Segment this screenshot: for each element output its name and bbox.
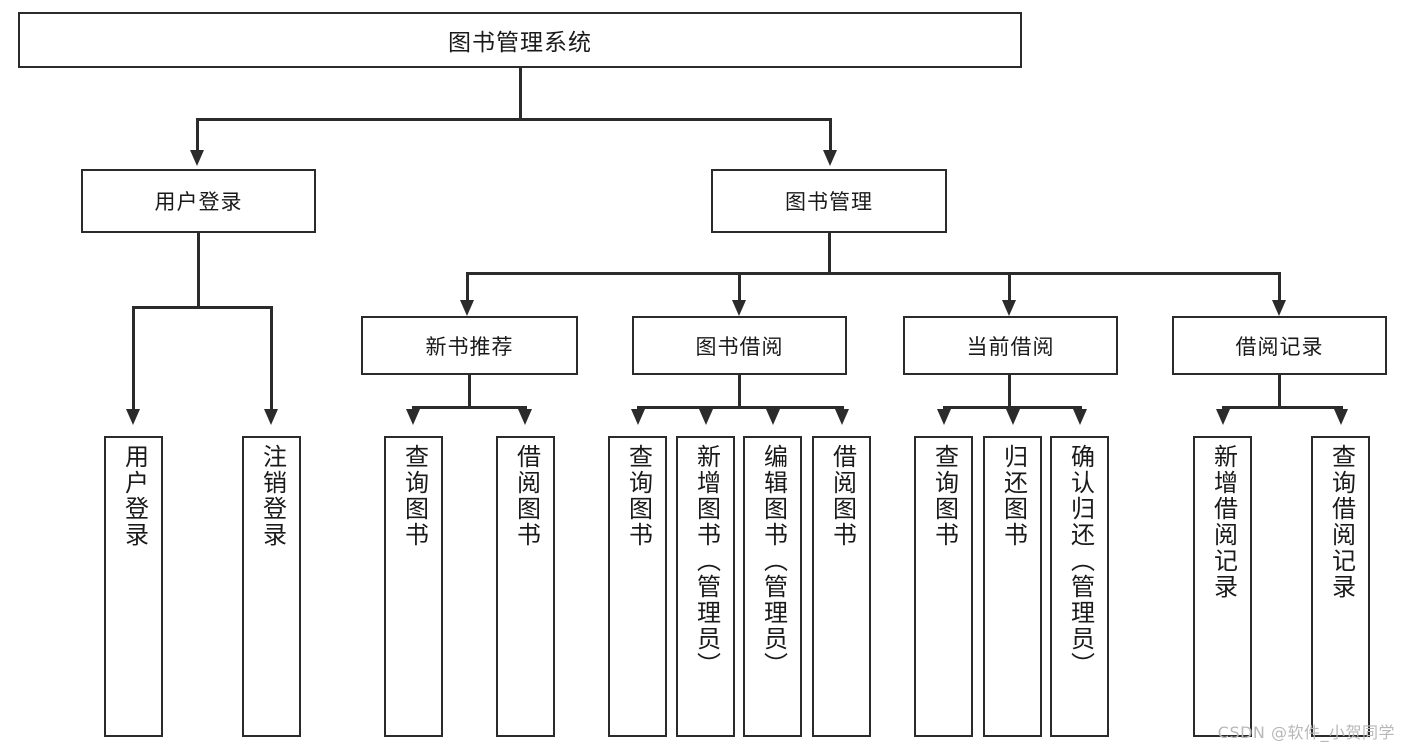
arrow-leaf-logout <box>264 409 278 425</box>
connector-stem-book-manage <box>829 118 832 151</box>
connector-stem-nb-borrow <box>524 406 527 410</box>
leaf-nb-borrow-book[interactable]: 借阅图书 <box>496 436 555 737</box>
leaf-label: 查询借阅记录 <box>1327 444 1356 600</box>
arrow-book-borrow <box>732 300 746 316</box>
connector-stem-br-add <box>1222 406 1225 410</box>
leaf-bb-add-book[interactable]: 新增图书（管理员） <box>676 436 735 737</box>
node-label: 新书推荐 <box>425 334 514 359</box>
connector-stem-leaf-logout <box>270 306 273 410</box>
leaf-logout[interactable]: 注销登录 <box>242 436 301 737</box>
leaf-cb-query-book[interactable]: 查询图书 <box>914 436 973 737</box>
leaf-label: 用户登录 <box>120 444 149 548</box>
connector-stem-user-login <box>196 118 199 151</box>
leaf-label: 查询图书 <box>930 444 959 548</box>
connector-level2-bar <box>196 118 831 121</box>
arrow-book-manage <box>823 150 837 166</box>
connector-stem-new-book <box>466 272 469 301</box>
watermark-text: CSDN @软件_小贺同学 <box>1217 723 1395 742</box>
connector-root-trunk <box>519 68 522 119</box>
connector-stem-nb-query <box>412 406 415 410</box>
connector-book-borrow-trunk <box>738 375 741 407</box>
connector-borrow-record-trunk <box>1278 375 1281 407</box>
leaf-bb-edit-book[interactable]: 编辑图书（管理员） <box>743 436 802 737</box>
node-book-borrow[interactable]: 图书借阅 <box>632 316 847 375</box>
connector-book-borrow-bar <box>637 406 843 409</box>
leaf-bb-borrow-book[interactable]: 借阅图书 <box>812 436 871 737</box>
node-label: 图书管理 <box>785 190 873 214</box>
node-new-book-recommend[interactable]: 新书推荐 <box>361 316 578 375</box>
leaf-label: 借阅图书 <box>512 444 541 548</box>
connector-stem-borrow-record <box>1278 272 1281 301</box>
arrow-nb-borrow <box>518 409 532 425</box>
arrow-current-borrow <box>1002 300 1016 316</box>
connector-stem-bb-add <box>705 406 708 410</box>
connector-new-book-trunk <box>468 375 471 407</box>
leaf-br-query-record[interactable]: 查询借阅记录 <box>1311 436 1370 737</box>
leaf-nb-query-book[interactable]: 查询图书 <box>384 436 443 737</box>
leaf-label: 借阅图书 <box>828 444 857 548</box>
leaf-label: 查询图书 <box>624 444 653 548</box>
connector-stem-cb-confirm <box>1079 406 1082 410</box>
connector-stem-current-borrow <box>1008 272 1011 301</box>
leaf-label: 查询图书 <box>400 444 429 548</box>
arrow-bb-edit <box>766 409 780 425</box>
connector-stem-leaf-user-login <box>132 306 135 410</box>
connector-stem-book-borrow <box>738 272 741 301</box>
connector-stem-cb-return <box>1012 406 1015 410</box>
connector-current-borrow-trunk <box>1008 375 1011 407</box>
node-label: 当前借阅 <box>966 334 1055 359</box>
node-label: 借阅记录 <box>1235 334 1324 359</box>
node-label: 图书管理系统 <box>448 30 592 56</box>
node-label: 用户登录 <box>154 190 243 214</box>
arrow-bb-borrow <box>835 409 849 425</box>
node-current-borrow[interactable]: 当前借阅 <box>903 316 1118 375</box>
leaf-cb-confirm-return[interactable]: 确认归还（管理员） <box>1050 436 1109 737</box>
node-book-manage[interactable]: 图书管理 <box>711 169 947 233</box>
connector-user-login-trunk <box>197 233 200 307</box>
connector-stem-bb-query <box>637 406 640 410</box>
arrow-cb-confirm <box>1073 409 1087 425</box>
leaf-label: 注销登录 <box>258 444 287 548</box>
leaf-label: 编辑图书（管理员） <box>759 444 788 678</box>
connector-stem-bb-borrow <box>841 406 844 410</box>
node-user-login[interactable]: 用户登录 <box>81 169 316 233</box>
arrow-user-login <box>190 150 204 166</box>
leaf-label: 新增借阅记录 <box>1209 444 1238 600</box>
connector-user-login-bar <box>132 306 272 309</box>
arrow-bb-add <box>699 409 713 425</box>
arrow-borrow-record <box>1272 300 1286 316</box>
connector-stem-br-query <box>1340 406 1343 410</box>
connector-level3-bar <box>466 272 1280 275</box>
leaf-label: 确认归还（管理员） <box>1066 444 1095 678</box>
leaf-cb-return-book[interactable]: 归还图书 <box>983 436 1042 737</box>
arrow-br-add <box>1216 409 1230 425</box>
arrow-br-query <box>1334 409 1348 425</box>
node-label: 图书借阅 <box>695 334 784 359</box>
leaf-user-login[interactable]: 用户登录 <box>104 436 163 737</box>
connector-current-borrow-bar <box>943 406 1080 409</box>
arrow-bb-query <box>631 409 645 425</box>
leaf-label: 新增图书（管理员） <box>692 444 721 678</box>
arrow-leaf-user-login <box>126 409 140 425</box>
leaf-bb-query-book[interactable]: 查询图书 <box>608 436 667 737</box>
connector-borrow-record-bar <box>1222 406 1342 409</box>
connector-stem-bb-edit <box>772 406 775 410</box>
arrow-nb-query <box>406 409 420 425</box>
arrow-new-book <box>460 300 474 316</box>
connector-stem-cb-query <box>943 406 946 410</box>
node-root-system[interactable]: 图书管理系统 <box>18 12 1022 68</box>
arrow-cb-return <box>1006 409 1020 425</box>
leaf-br-add-record[interactable]: 新增借阅记录 <box>1193 436 1252 737</box>
arrow-cb-query <box>937 409 951 425</box>
node-borrow-record[interactable]: 借阅记录 <box>1172 316 1387 375</box>
connector-new-book-bar <box>412 406 526 409</box>
leaf-label: 归还图书 <box>999 444 1028 548</box>
connector-book-manage-trunk <box>828 233 831 273</box>
